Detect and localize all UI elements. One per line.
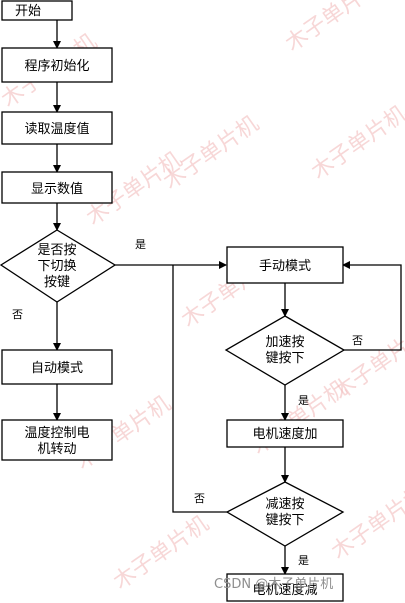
node-read-temp: 读取温度值	[1, 111, 113, 145]
node-start: 开始	[1, 0, 73, 21]
label-no-accel: 否	[352, 334, 363, 347]
speed-down-box	[226, 573, 344, 602]
node-switch-check: 是否按 下切换 按键	[0, 229, 117, 303]
decel-check-line-1: 减速按	[265, 497, 304, 512]
node-manual-mode: 手动模式	[226, 246, 344, 284]
read-temp-label: 读取温度值	[24, 121, 89, 137]
manual-mode-box	[226, 246, 344, 284]
edge-labels: 是 否 否 是 否 是	[12, 238, 363, 567]
auto-mode-label: 自动模式	[31, 361, 83, 376]
label-no-switch: 否	[12, 308, 23, 321]
watermark-text: 木子单片机	[307, 101, 405, 185]
init-box	[1, 47, 113, 83]
node-temp-control: 温度控制电 机转动	[1, 419, 113, 461]
accel-check-line-1: 加速按	[265, 335, 304, 350]
label-yes-switch: 是	[135, 238, 146, 251]
switch-check-line-3: 按键	[44, 275, 70, 290]
display-label: 显示数值	[31, 181, 83, 197]
node-speed-down: 电机速度减	[226, 573, 344, 602]
node-auto-mode: 自动模式	[1, 349, 113, 385]
read-temp-box	[1, 111, 113, 145]
node-speed-up: 电机速度加	[226, 419, 344, 448]
node-init: 程序初始化	[1, 47, 113, 83]
label-no-decel: 否	[194, 492, 205, 505]
init-label: 程序初始化	[24, 59, 89, 74]
node-decel-check: 减速按 键按下	[225, 481, 345, 547]
label-yes-accel: 是	[298, 394, 309, 407]
temp-control-line-1: 温度控制电	[24, 425, 89, 441]
node-accel-check: 加速按 键按下	[224, 315, 346, 386]
temp-control-line-2: 机转动	[37, 442, 76, 457]
accel-check-line-2: 键按下	[265, 351, 304, 366]
auto-mode-box	[1, 349, 113, 385]
speed-up-label: 电机速度加	[252, 426, 317, 442]
edge-decel-no	[172, 265, 227, 513]
speed-down-label: 电机速度减	[252, 582, 317, 598]
accel-check-diamond	[224, 315, 346, 386]
edge-accel-no	[342, 261, 402, 351]
display-box	[1, 171, 113, 204]
watermark-text: 木子单片机	[327, 481, 405, 565]
watermark-text: 木子单片机	[281, 0, 385, 57]
watermark-text: 木子单片机	[109, 511, 213, 595]
switch-check-line-1: 是否按	[37, 243, 76, 258]
decel-check-line-2: 键按下	[265, 513, 304, 528]
switch-check-diamond	[0, 229, 117, 303]
start-box	[1, 0, 73, 21]
speed-up-box	[226, 419, 344, 448]
label-yes-decel: 是	[298, 554, 309, 567]
temp-control-box	[1, 419, 113, 461]
start-label: 开始	[15, 4, 41, 19]
switch-check-line-2: 下切换	[37, 259, 76, 274]
csdn-credit: CSDN @木子单片机	[214, 577, 333, 592]
connectors	[53, 20, 402, 575]
node-display: 显示数值	[1, 171, 113, 204]
manual-mode-label: 手动模式	[259, 259, 311, 274]
decel-check-diamond	[225, 481, 345, 547]
